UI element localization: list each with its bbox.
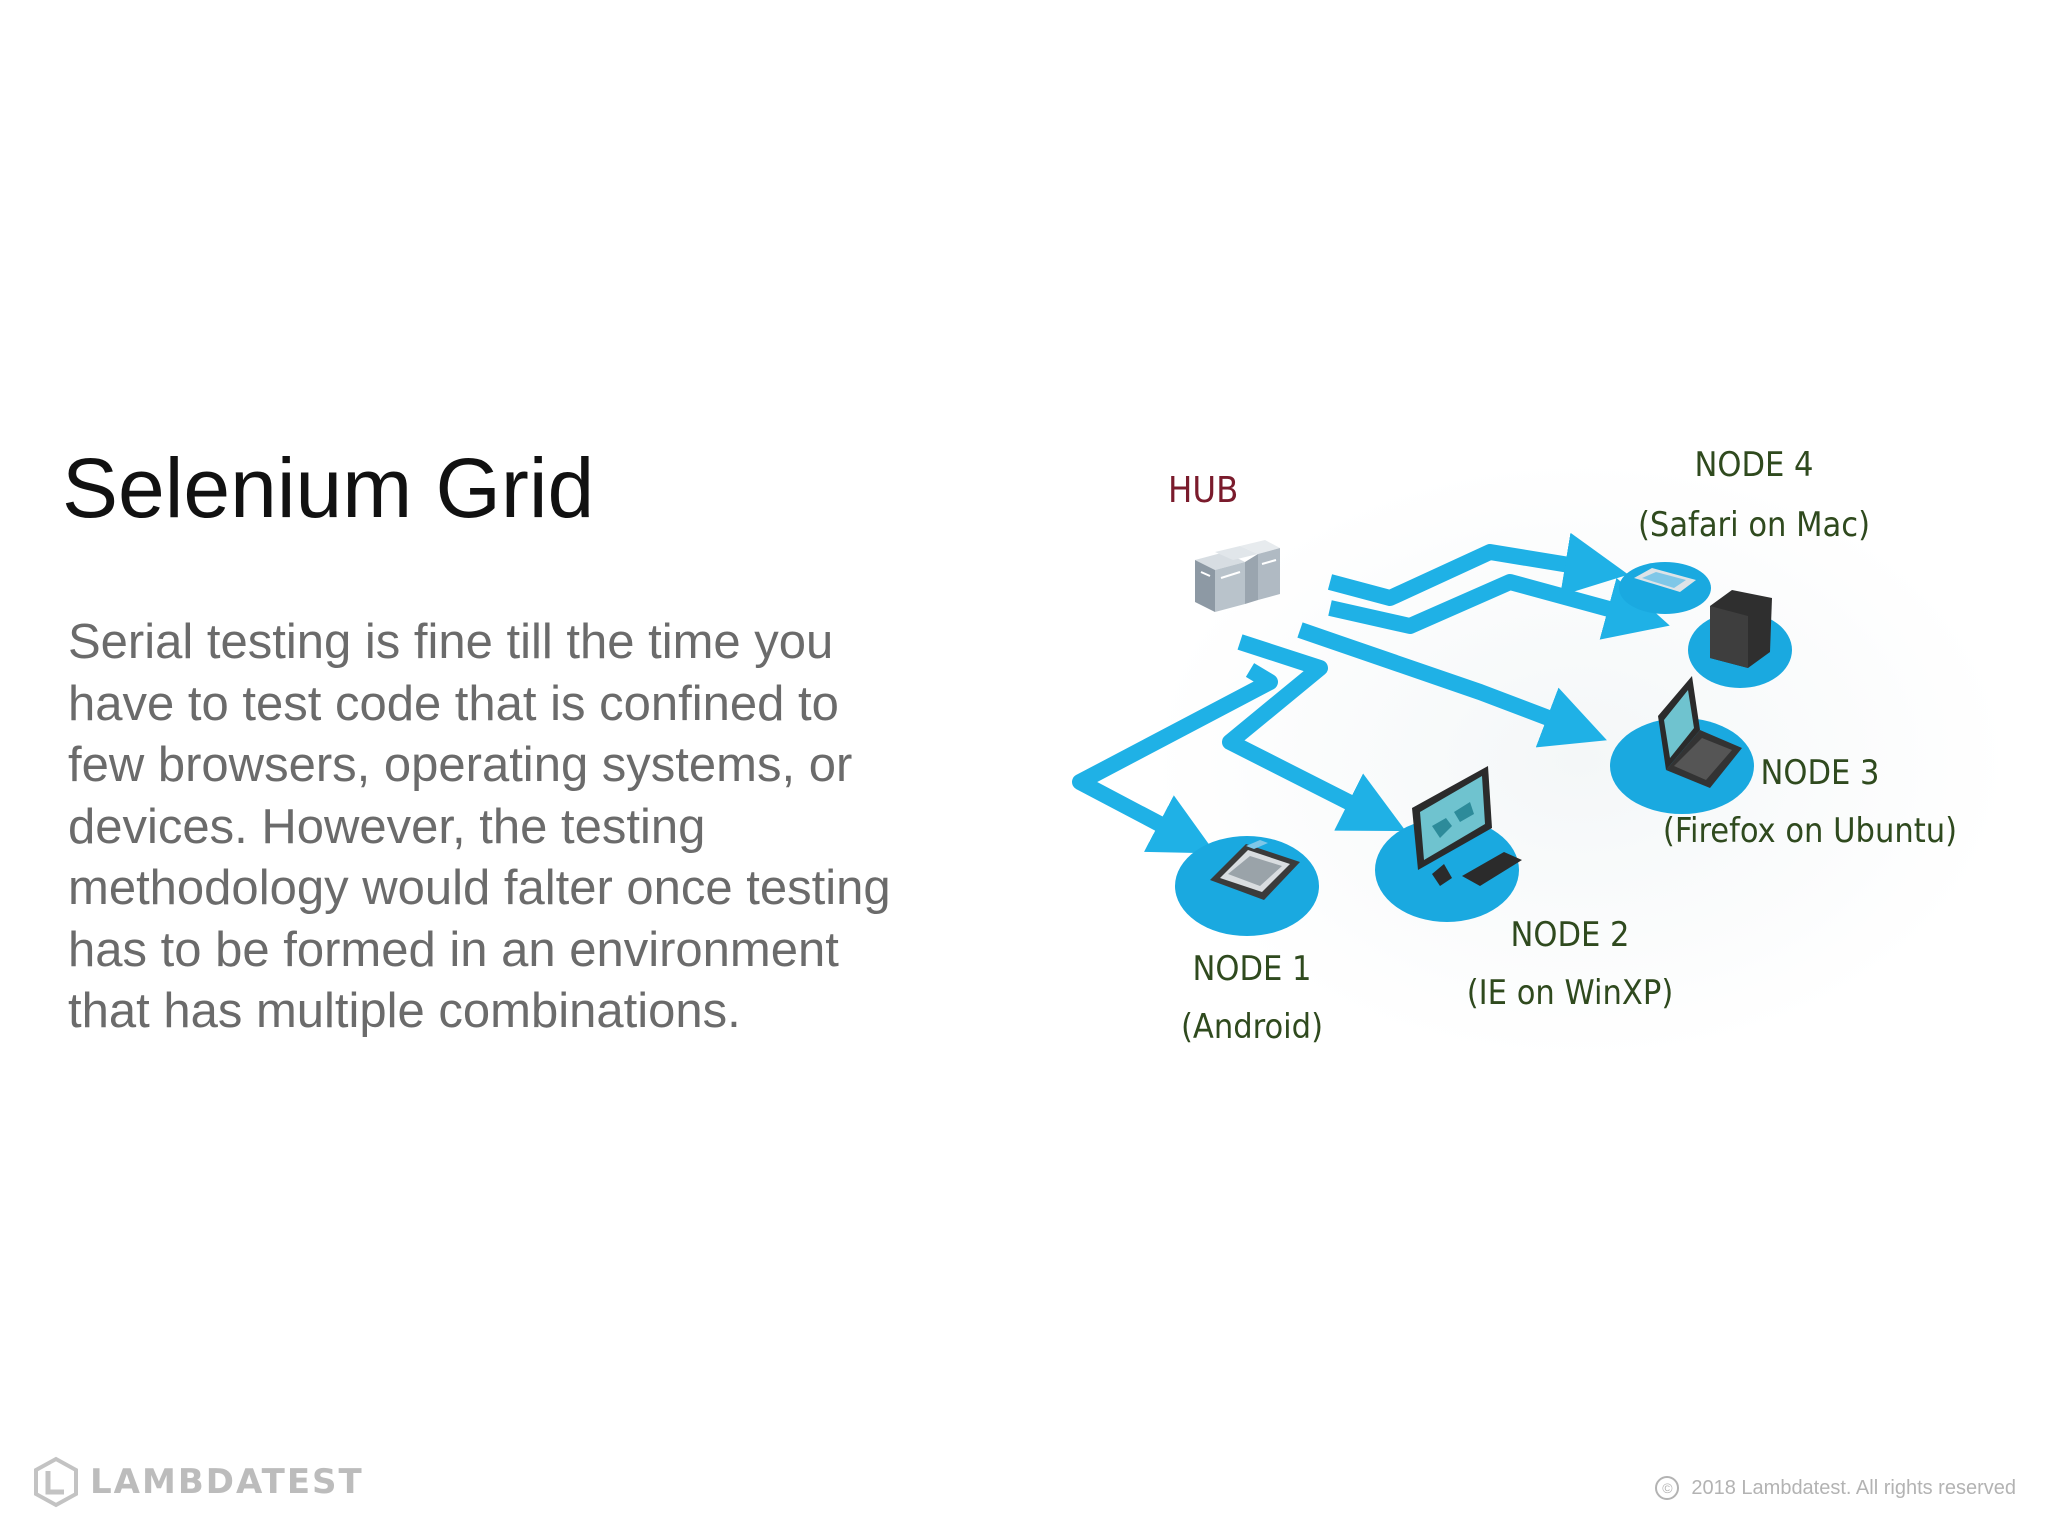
- node-4-platform-left: [1619, 562, 1711, 614]
- arrow-hub-to-node-2: [1222, 634, 1406, 832]
- arrow-hub-to-node-3: [1297, 622, 1607, 748]
- hub-server-icon: [1195, 540, 1280, 612]
- arrow-hub-to-node-4-upper: [1327, 532, 1629, 606]
- node-2-detail: (IE on WinXP): [1467, 973, 1674, 1013]
- logo-text: LAMBDATEST: [90, 1462, 364, 1502]
- node-3-detail: (Firefox on Ubuntu): [1663, 811, 1957, 851]
- slide-title: Selenium Grid: [62, 441, 595, 535]
- selenium-grid-diagram: HUB NODE 4 (Safari on Mac) NODE 3 (Firef…: [1072, 445, 2010, 1060]
- arrow-hub-to-node-4-lower: [1328, 574, 1670, 640]
- node-3-name: NODE 3: [1761, 753, 1880, 793]
- node-4-name: NODE 4: [1695, 445, 1814, 485]
- node-2-name: NODE 2: [1511, 915, 1630, 955]
- node-1-detail: (Android): [1181, 1007, 1323, 1047]
- mac-workstation-icon: [1634, 568, 1772, 668]
- arrow-hub-to-node-1: [1072, 663, 1278, 854]
- hub-label: HUB: [1168, 470, 1238, 511]
- tablet-icon: [1210, 840, 1300, 900]
- arrows: [1072, 532, 1670, 854]
- slide-body-text: Serial testing is fine till the time you…: [68, 615, 891, 1038]
- laptop-icon: [1658, 676, 1742, 788]
- node-1-name: NODE 1: [1193, 949, 1312, 989]
- lambdatest-logo: LAMBDATEST: [32, 1456, 364, 1508]
- copyright-notice: © 2018 Lambdatest. All rights reserved: [1655, 1476, 2016, 1500]
- desktop-monitor-icon: [1412, 766, 1522, 886]
- copyright-text: 2018 Lambdatest. All rights reserved: [1691, 1476, 2016, 1499]
- node-4-detail: (Safari on Mac): [1638, 505, 1870, 545]
- copyright-icon: ©: [1655, 1476, 1680, 1500]
- lambdatest-mark-icon: [34, 1456, 78, 1508]
